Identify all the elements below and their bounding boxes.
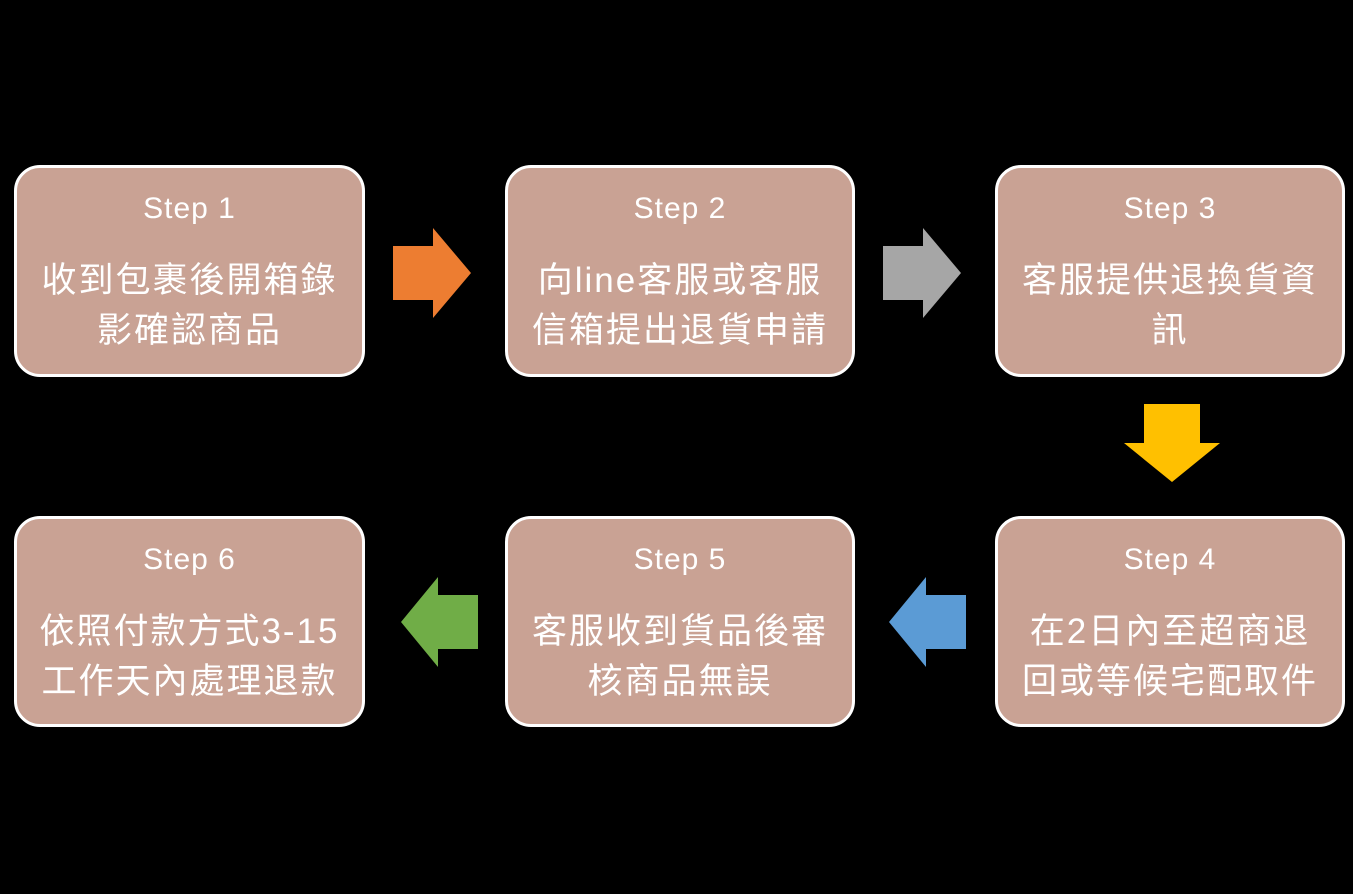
step-5-body: 客服收到貨品後審 核商品無誤 [531,612,828,701]
step-box-4: Step 4 在2日內至超商退 回或等候宅配取件 [995,516,1345,727]
step-3-body: 客服提供退換貨資 訊 [1021,261,1318,350]
step-1-body: 收到包裹後開箱錄 影確認商品 [41,261,338,350]
step-6-title: Step 6 [143,543,236,576]
step-box-3: Step 3 客服提供退換貨資 訊 [995,165,1345,377]
step-box-5: Step 5 客服收到貨品後審 核商品無誤 [505,516,855,727]
arrow-down-step3-step4-icon [1124,404,1220,482]
arrow-left-step5-step6-shape [401,577,478,667]
step-box-1: Step 1 收到包裹後開箱錄 影確認商品 [14,165,365,377]
arrow-right-step1-step2-icon [393,228,471,318]
step-4-body: 在2日內至超商退 回或等候宅配取件 [1021,612,1318,701]
step-2-body: 向line客服或客服 信箱提出退貨申請 [531,261,828,350]
arrow-right-step2-step3-shape [883,228,961,318]
arrow-right-step1-step2-shape [393,228,471,318]
step-box-6: Step 6 依照付款方式3-15 工作天內處理退款 [14,516,365,727]
step-1-title: Step 1 [143,192,236,225]
step-3-title: Step 3 [1123,192,1217,225]
arrow-down-step3-step4-shape [1124,404,1220,482]
arrow-right-step2-step3-icon [883,228,961,318]
arrow-left-step4-step5-icon [889,577,966,667]
step-4-title: Step 4 [1123,543,1217,576]
step-6-body: 依照付款方式3-15 工作天內處理退款 [39,612,340,701]
step-2-title: Step 2 [633,192,727,225]
step-box-2: Step 2 向line客服或客服 信箱提出退貨申請 [505,165,855,377]
step-5-title: Step 5 [633,543,727,576]
arrow-left-step5-step6-icon [401,577,478,667]
arrow-left-step4-step5-shape [889,577,966,667]
